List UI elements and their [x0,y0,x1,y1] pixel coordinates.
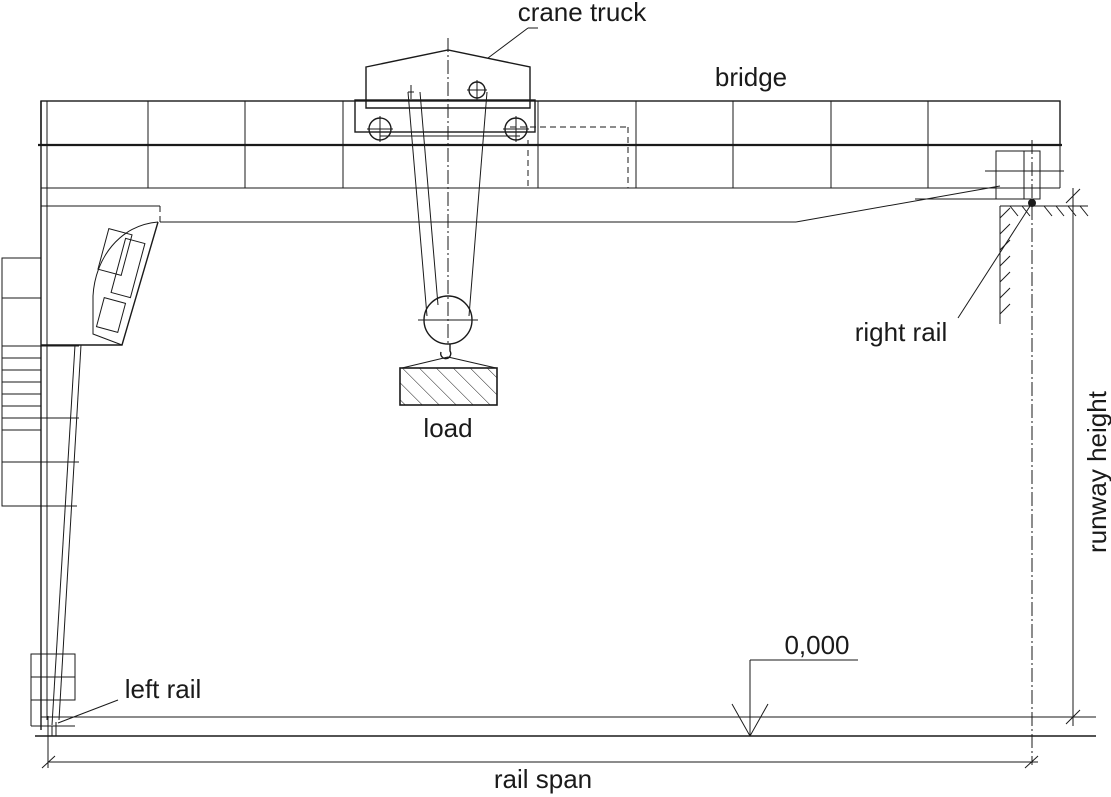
hook-block [401,295,497,369]
right-end-carriage [985,140,1064,765]
rail-span-label: rail span [494,764,592,794]
right-rail-label: right rail [855,317,947,347]
ground-lines [35,716,1096,737]
rail-span-dimension [41,716,1039,769]
runway-height-label: runway height [1082,390,1111,553]
crane-truck [354,38,629,345]
bridge-girder [38,100,1062,223]
left-rail-label: left rail [125,674,202,704]
crane-truck-label: crane truck [518,0,648,27]
left-leg [30,101,161,730]
operator-cabin [41,221,159,346]
hoist-ropes [407,91,488,317]
elevation-label: 0,000 [784,630,849,660]
load-label: load [423,413,472,443]
elevation-marker [731,659,858,737]
load [399,367,498,406]
bridge-label: bridge [715,62,787,92]
right-rail-support [999,199,1089,324]
access-ladder [1,257,79,507]
leader-lines [57,27,1033,724]
runway-height-dimension [1065,188,1081,726]
